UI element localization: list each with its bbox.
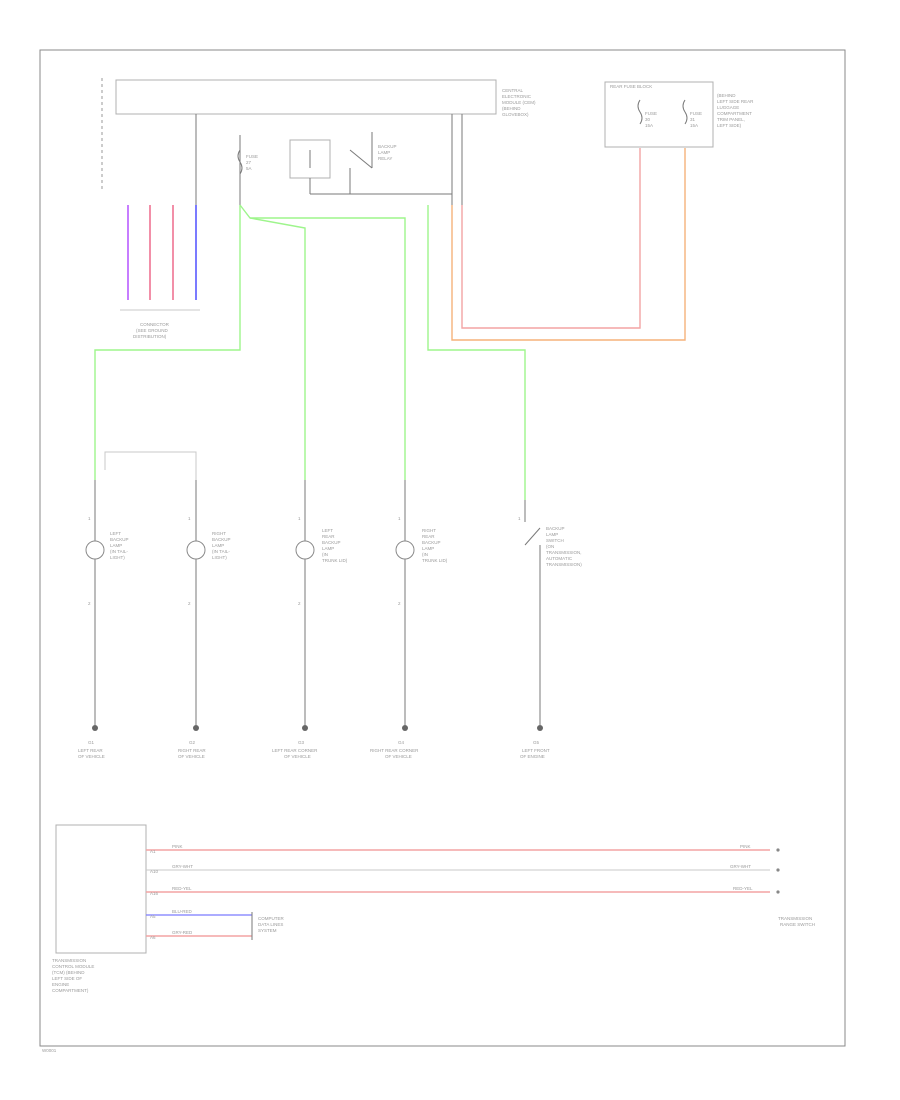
svg-text:BLU-RED: BLU-RED <box>172 909 193 914</box>
svg-text:G2: G2 <box>189 740 196 745</box>
svg-text:GRY-WHT: GRY-WHT <box>172 864 193 869</box>
fuse-block-location: (BEHIND LEFT SIDE REAR LUGGAGE COMPARTME… <box>717 93 755 128</box>
lamp-right-backup: 1 2 RIGHT BACKUP LAMP (IN TAIL- LIGHT) <box>186 480 232 725</box>
relay-contact <box>349 149 373 169</box>
lamp-left-backup: 1 2 LEFT BACKUP LAMP (IN TAIL- LIGHT) <box>85 480 130 725</box>
cem-label: CENTRAL ELECTRONIC MODULE (CEM) (BEHIND … <box>502 88 537 117</box>
svg-text:LEFT BACKUP LAMP: LEFT BACKUP LAMP (IN TAIL- LIGHT) <box>110 531 130 560</box>
svg-text:1: 1 <box>518 516 521 521</box>
fuse-block-title: REAR FUSE BLOCK <box>610 84 652 89</box>
svg-text:BACKUP LAMP SWITCH: BACKUP LAMP SWITCH (ON TRANSMISSION, AUT… <box>546 526 583 567</box>
svg-text:PINK: PINK <box>740 844 751 849</box>
tcm-wire-row-4: A5 BLU-RED <box>146 909 252 919</box>
rear-fuse-block <box>604 81 714 148</box>
svg-text:2: 2 <box>188 601 191 606</box>
svg-text:2: 2 <box>88 601 91 606</box>
fuse-31-label: FUSE 31 15A <box>690 111 703 128</box>
tcm-wire-row-2: A10 GRY-WHT GRY-WHT <box>146 864 780 874</box>
svg-text:RIGHT REAR BACKUP: RIGHT REAR BACKUP LAMP (IN TRUNK LID) <box>422 528 448 563</box>
svg-text:LEFT REAR BACKUP: LEFT REAR BACKUP LAMP (IN TRUNK LID) <box>322 528 348 563</box>
diagram-frame <box>39 49 846 1047</box>
svg-text:RED-YEL: RED-YEL <box>733 886 753 891</box>
lamp-left-rear-backup: 1 2 LEFT REAR BACKUP LAMP (IN TRUNK LID) <box>295 480 348 725</box>
page-code: W0001 <box>42 1048 57 1053</box>
svg-text:2: 2 <box>298 601 301 606</box>
svg-text:G5: G5 <box>533 740 540 745</box>
svg-text:1: 1 <box>398 516 401 521</box>
svg-text:A10: A10 <box>150 869 159 874</box>
svg-text:2: 2 <box>398 601 401 606</box>
green-wires <box>94 204 526 500</box>
svg-text:G3: G3 <box>298 740 305 745</box>
svg-text:A5: A5 <box>150 914 156 919</box>
svg-text:RIGHT BACKUP LAMP: RIGHT BACKUP LAMP (IN TAIL- LIGHT) <box>212 531 232 560</box>
fuse-27-icon <box>237 149 243 175</box>
range-switch-label: TRANSMISSION RANGE SWITCH <box>778 916 815 927</box>
fuse-30-icon <box>637 99 643 125</box>
backup-lamp-switch: 1 BACKUP LAMP SWITCH (ON TRANSMISSION, A… <box>518 500 583 725</box>
lamp-jumper-wire <box>104 451 197 480</box>
tcm-wire-row-3: A16 RED-YEL RED-YEL <box>146 886 780 896</box>
fuse-31-icon <box>682 99 688 125</box>
tcm-wire-row-1: A1 PINK PINK <box>146 844 780 854</box>
svg-text:G1: G1 <box>88 740 95 745</box>
svg-text:GRY-RED: GRY-RED <box>172 930 193 935</box>
red-wire-fuse-30 <box>461 148 641 329</box>
svg-text:PINK: PINK <box>172 844 183 849</box>
svg-text:1: 1 <box>88 516 91 521</box>
computer-data-lines-label: COMPUTER DATA LINES SYSTEM <box>258 916 285 933</box>
fuse-30-label: FUSE 30 15A <box>645 111 658 128</box>
tcm-box <box>55 824 147 954</box>
svg-text:1: 1 <box>188 516 191 521</box>
svg-text:1: 1 <box>298 516 301 521</box>
fuse-27-label: FUSE 27 5A <box>246 154 259 171</box>
svg-text:A16: A16 <box>150 891 159 896</box>
connector-label: CONNECTOR (SEE GROUND DISTRIBUTION) <box>133 322 170 339</box>
connector-stubs <box>120 205 200 311</box>
svg-text:G4: G4 <box>398 740 405 745</box>
svg-text:GRY-WHT: GRY-WHT <box>730 864 751 869</box>
relay-label: BACKUP LAMP RELAY <box>378 144 398 161</box>
orange-wire-fuse-31 <box>451 148 686 341</box>
svg-text:A1: A1 <box>150 849 156 854</box>
tcm-label: TRANSMISSION CONTROL MODULE (TCM) (BEHIN… <box>52 958 96 993</box>
svg-text:A6: A6 <box>150 935 156 940</box>
lamp-right-rear-backup: 1 2 RIGHT REAR BACKUP LAMP (IN TRUNK LID… <box>395 480 448 725</box>
tcm-wire-row-5: A6 GRY-RED <box>146 930 252 940</box>
cem-module-box <box>115 79 497 115</box>
svg-text:RED-YEL: RED-YEL <box>172 886 192 891</box>
